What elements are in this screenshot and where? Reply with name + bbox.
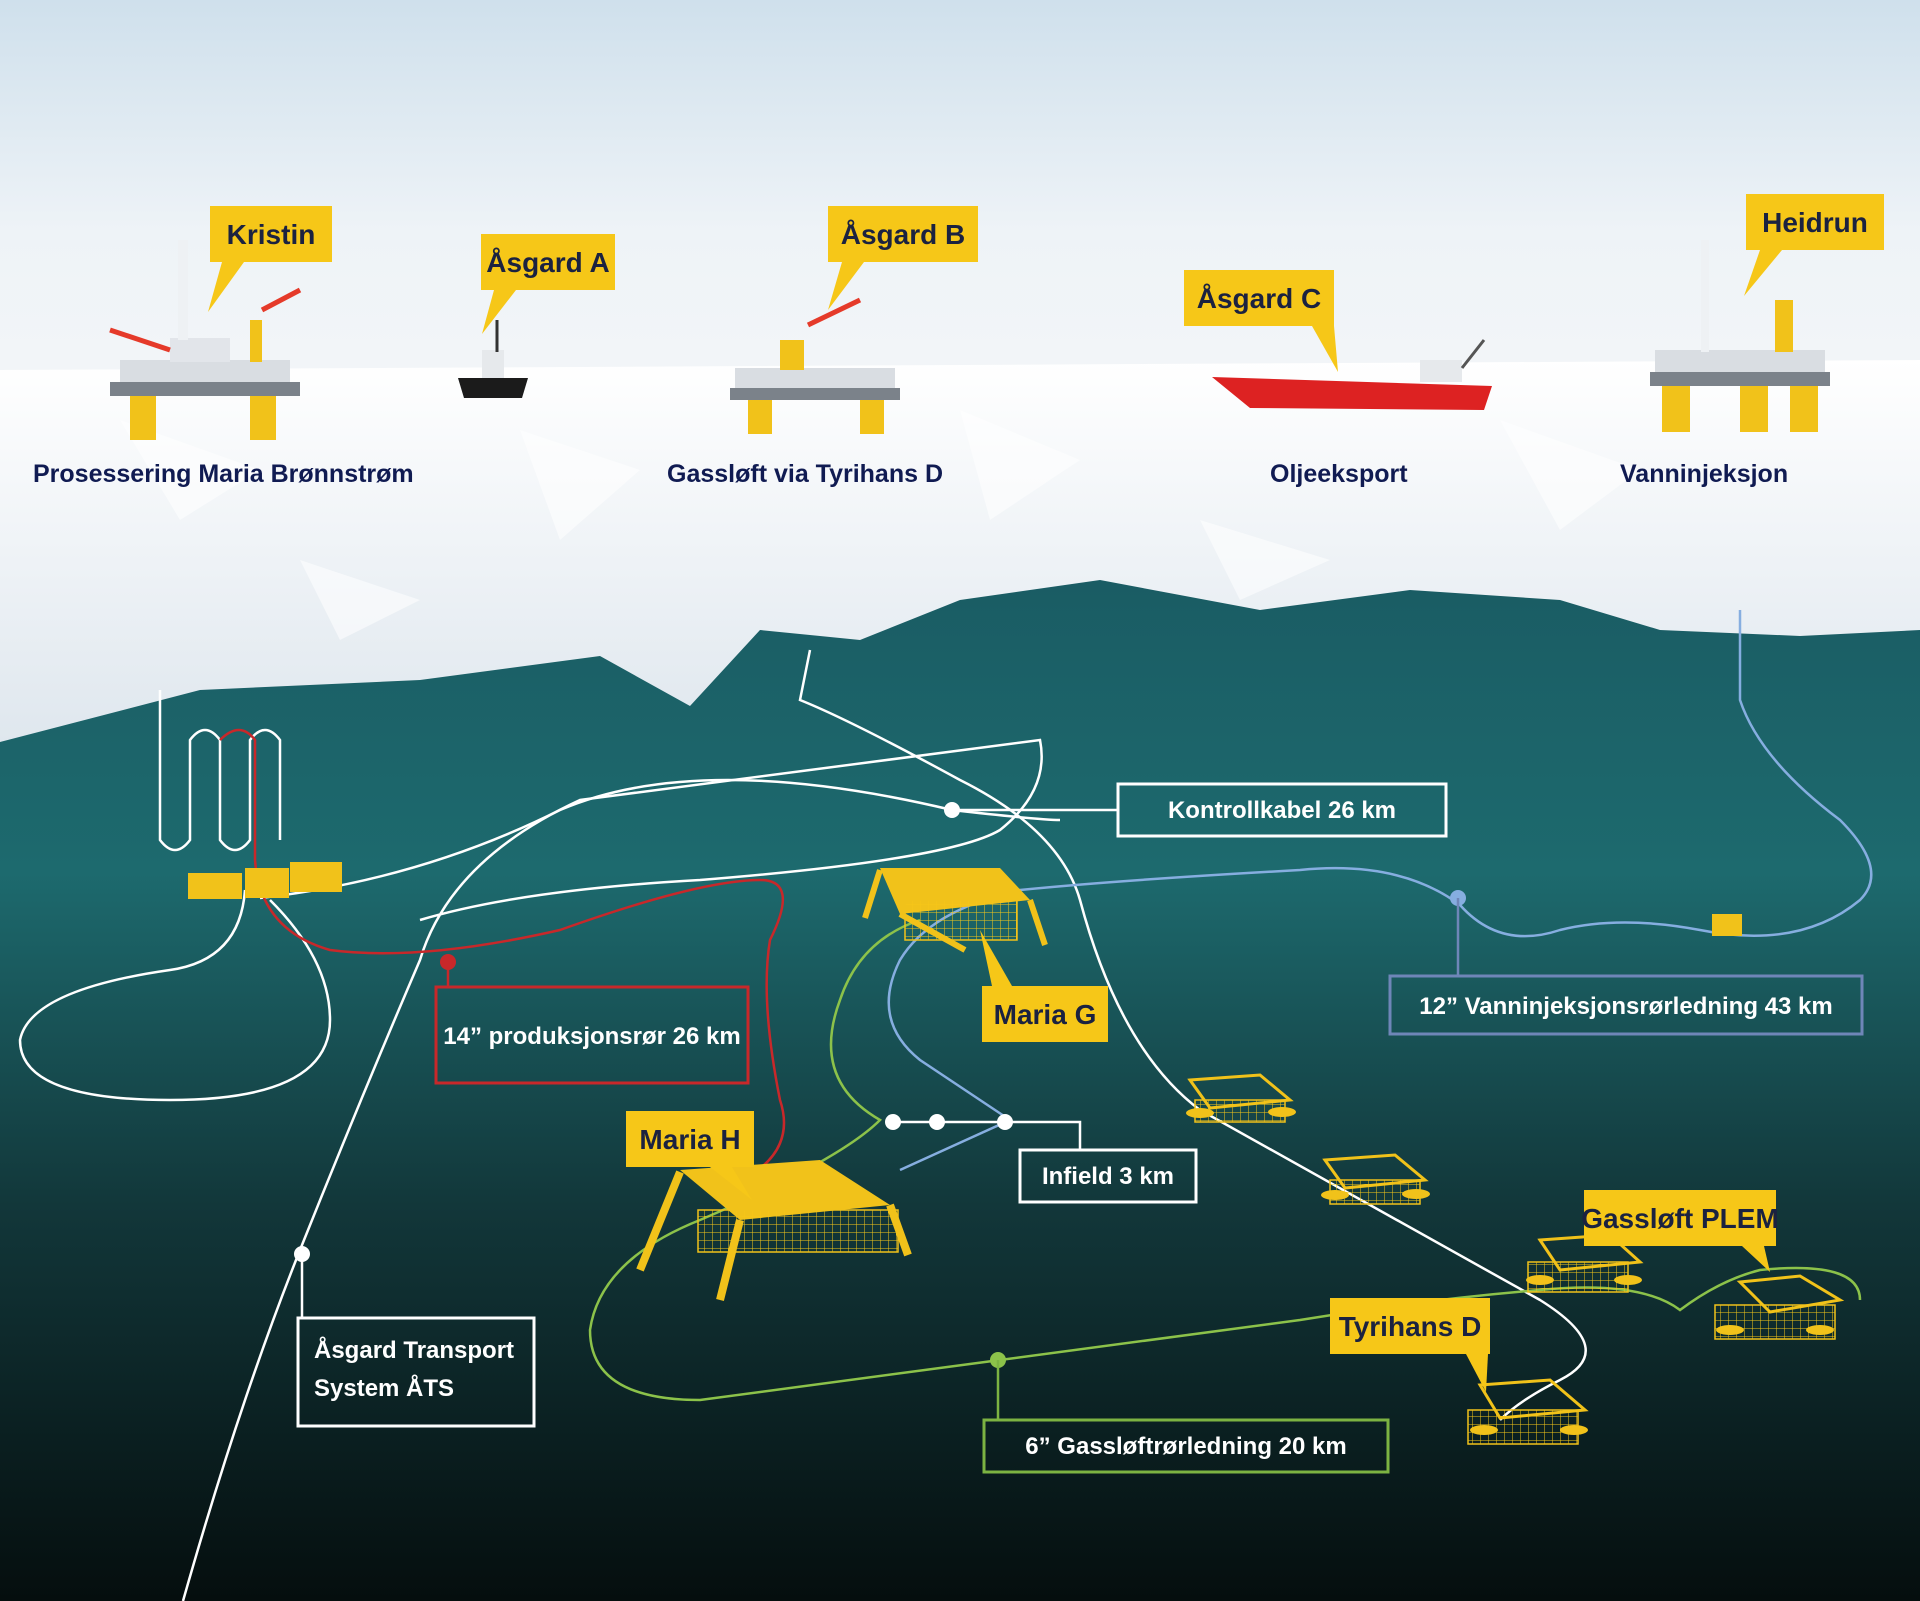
control-cable-to-kristin bbox=[259, 778, 1061, 900]
infield-label: Infield 3 km bbox=[1042, 1163, 1174, 1190]
production-pipe-line bbox=[253, 859, 786, 1192]
asgard-b-callout: Åsgard B bbox=[828, 206, 978, 310]
gaslift-pipe-label: 6” Gassløftrørledning 20 km bbox=[1025, 1433, 1346, 1460]
tyrihans-template-4-icon bbox=[1467, 1378, 1589, 1445]
water-injection-label: 12” Vanninjeksjonsrørledning 43 km bbox=[1419, 993, 1832, 1020]
asgard-c-caption: Oljeeksport bbox=[1270, 460, 1408, 488]
kristin-callout-label: Kristin bbox=[227, 219, 316, 250]
control-cable-line bbox=[798, 649, 1587, 1421]
water-injection-line bbox=[887, 610, 1873, 1172]
asgard-a-callout-label: Åsgard A bbox=[486, 247, 609, 278]
gaslift-pipe-line bbox=[588, 918, 1862, 1402]
kristin-subsea-manifold-icon bbox=[188, 862, 342, 899]
water-injection-manifold bbox=[1712, 914, 1742, 936]
sea-surface-ice bbox=[0, 360, 1920, 742]
maria-h-callout-label: Maria H bbox=[639, 1124, 740, 1155]
tyrihans-template-2-icon bbox=[1321, 1153, 1430, 1205]
infield-label-box: Infield 3 km bbox=[1018, 1148, 1198, 1204]
tyrihans-d-callout-label: Tyrihans D bbox=[1339, 1311, 1482, 1342]
control-cable-label-box: Kontrollkabel 26 km bbox=[1116, 782, 1448, 838]
maria-h-callout: Maria H bbox=[626, 1111, 754, 1200]
asgard-b-platform-icon bbox=[730, 297, 900, 434]
kristin-platform-icon bbox=[109, 240, 302, 440]
infield-line bbox=[893, 1120, 1082, 1150]
maria-h-template-icon bbox=[636, 1160, 912, 1301]
asgard-c-callout: Åsgard C bbox=[1184, 270, 1338, 372]
maria-g-callout: Maria G bbox=[980, 930, 1108, 1042]
production-pipe-label: 14” produksjonsrør 26 km bbox=[443, 1023, 740, 1050]
asgard-a-callout: Åsgard A bbox=[481, 234, 615, 334]
gasslift-plem-callout-label: Gassløft PLEM bbox=[1581, 1203, 1779, 1234]
asgard-b-callout-label: Åsgard B bbox=[841, 219, 965, 250]
kristin-callout: Kristin bbox=[208, 206, 332, 312]
control-cable-label: Kontrollkabel 26 km bbox=[1168, 797, 1396, 824]
asgard-b-caption: Gassløft via Tyrihans D bbox=[667, 460, 943, 488]
gaslift-pipe-label-box: 6” Gassløftrørledning 20 km bbox=[982, 1418, 1390, 1474]
sea-surface-facets bbox=[120, 410, 1640, 640]
ats-label-line2: System ÅTS bbox=[314, 1374, 454, 1402]
gasslift-plem-callout: Gassløft PLEM bbox=[1581, 1190, 1779, 1272]
heidrun-caption: Vanninjeksjon bbox=[1620, 460, 1788, 488]
kristin-caption: Prosessering Maria Brønnstrøm bbox=[33, 460, 414, 488]
risers-kristin bbox=[158, 690, 282, 852]
gasslift-plem-template-icon bbox=[1714, 1274, 1845, 1340]
asgard-c-ship-icon bbox=[1212, 339, 1492, 410]
ats-label-line1: Åsgard Transport bbox=[314, 1336, 514, 1364]
heidrun-platform-icon bbox=[1650, 240, 1830, 432]
tyrihans-template-1-icon bbox=[1186, 1073, 1296, 1123]
heidrun-callout: Heidrun bbox=[1744, 194, 1884, 296]
ats-label-box: Åsgard Transport System ÅTS bbox=[296, 1316, 536, 1428]
asgard-c-callout-label: Åsgard C bbox=[1197, 283, 1321, 314]
asgard-a-ship-icon bbox=[458, 320, 528, 398]
riser-production bbox=[219, 728, 257, 860]
maria-g-template-icon bbox=[862, 868, 1048, 953]
maria-g-callout-label: Maria G bbox=[994, 999, 1097, 1030]
production-pipe-label-box: 14” produksjonsrør 26 km bbox=[434, 985, 750, 1085]
loop-control bbox=[18, 889, 332, 1102]
tyrihans-d-callout: Tyrihans D bbox=[1330, 1298, 1490, 1392]
heidrun-callout-label: Heidrun bbox=[1762, 207, 1868, 238]
water-injection-label-box: 12” Vanninjeksjonsrørledning 43 km bbox=[1388, 974, 1864, 1036]
